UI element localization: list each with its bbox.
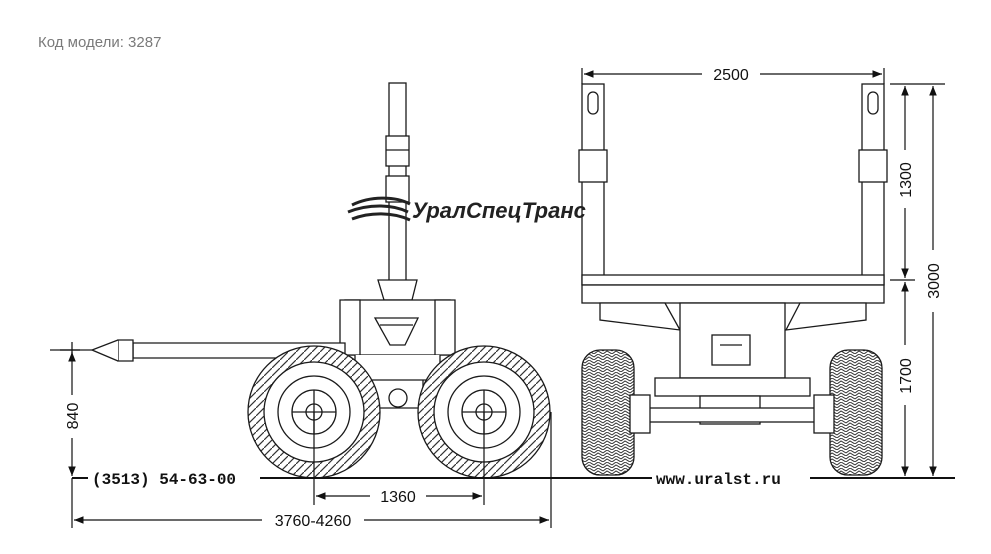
website-url: www.uralst.ru	[656, 471, 781, 489]
dim-wheelbase: 1360	[380, 489, 416, 506]
rear-wheel-right	[829, 349, 883, 476]
dim-stake-height: 1300	[898, 162, 915, 198]
model-code-label: Код модели: 3287	[38, 34, 162, 51]
rear-view	[578, 83, 888, 476]
dim-drawbar-height: 840	[65, 403, 82, 430]
brand-logo: УралСпецТранс	[347, 196, 586, 223]
dim-bed-height: 1700	[898, 358, 915, 394]
dim-total-height: 3000	[926, 263, 943, 299]
brand-name: УралСпецТранс	[412, 198, 586, 223]
dim-length: 3760-4260	[275, 513, 352, 530]
dim-width-top: 2500	[713, 67, 749, 84]
side-view	[50, 82, 551, 479]
axle	[641, 407, 827, 423]
phone-number: (3513) 54-63-00	[92, 471, 236, 489]
rear-wheel-left	[581, 349, 635, 476]
dimension-lines	[60, 68, 945, 528]
bunk-beam	[581, 274, 885, 286]
